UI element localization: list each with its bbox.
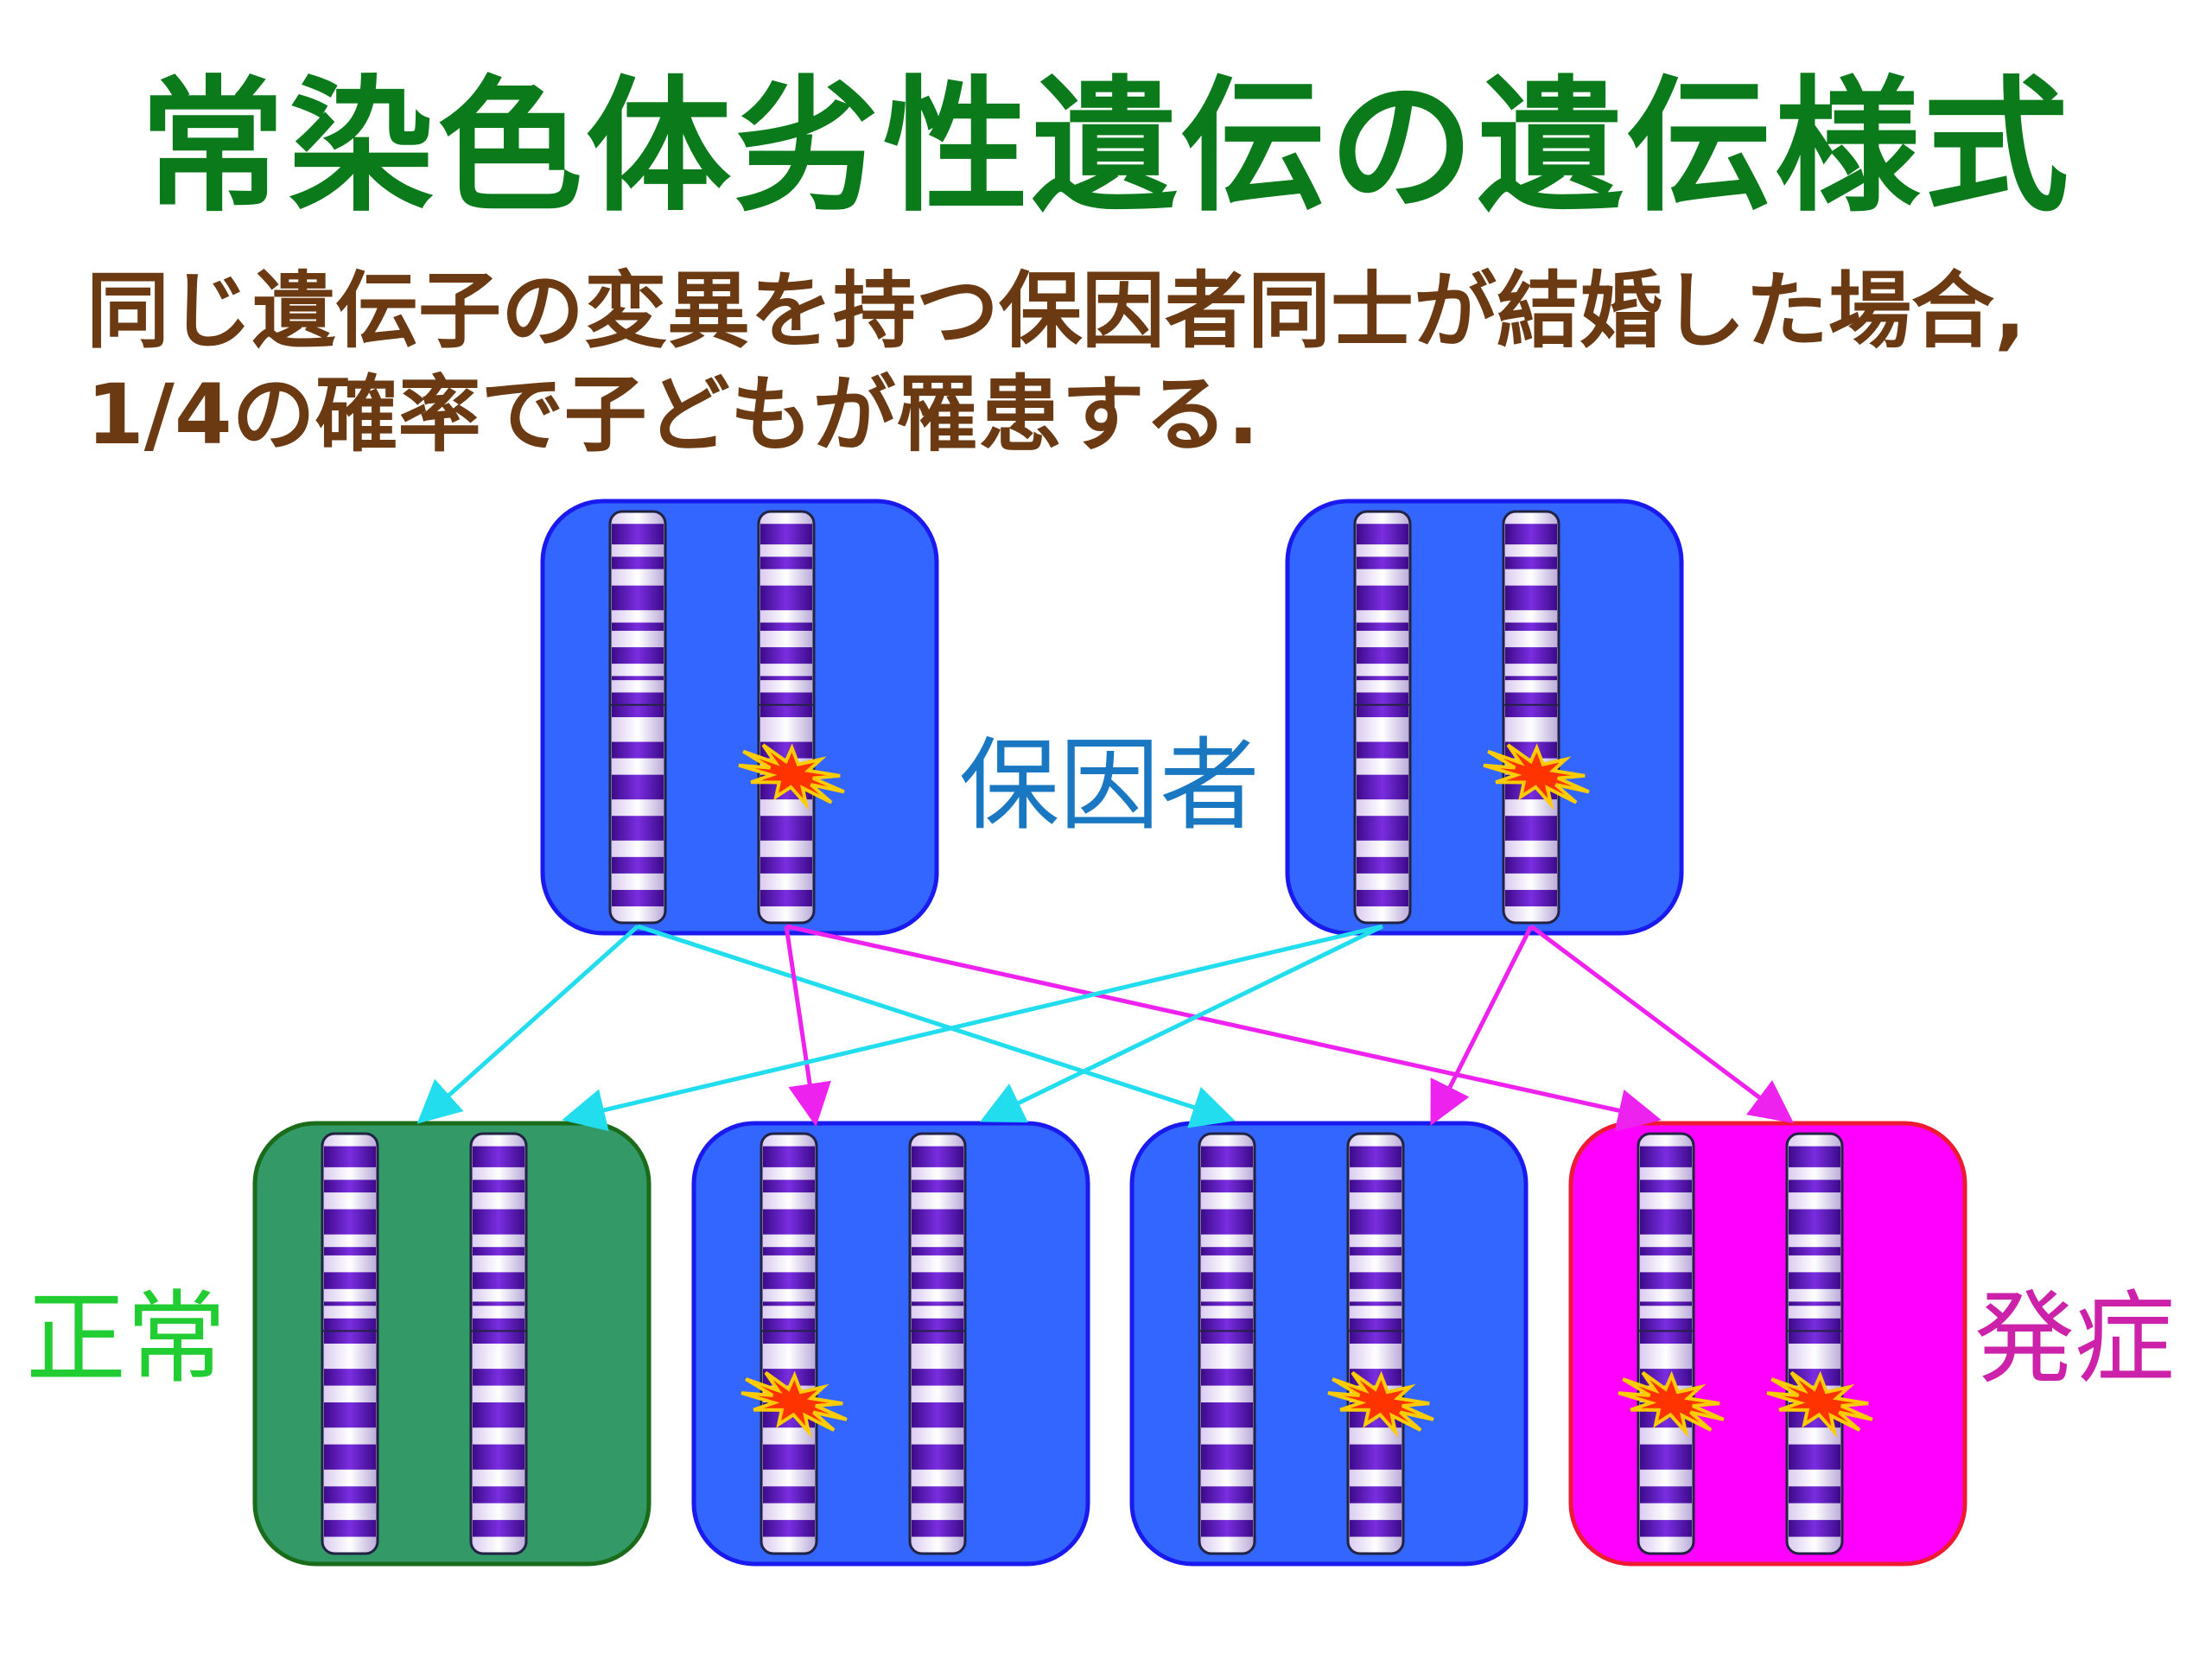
child-cell-2-carrier <box>691 1121 1090 1567</box>
child-cell-4-affected <box>1568 1121 1967 1567</box>
parent-cell-1 <box>540 499 939 936</box>
normal-label: 正常 <box>26 1281 226 1397</box>
affected-label: 発症 <box>1974 1281 2175 1397</box>
child-cell-1-normal <box>252 1121 652 1567</box>
mutant-allele-arrow <box>785 924 1662 1132</box>
child-cell-4-affected-chromosome-1 <box>1618 1132 1725 1555</box>
child-cell-3-carrier-chromosome-2 <box>1327 1132 1434 1555</box>
normal-allele-arrow <box>637 924 1236 1128</box>
child-cell-1-normal-chromosome-1 <box>321 1132 379 1555</box>
mutation-mark-icon <box>1327 1370 1434 1439</box>
page-title: 常染色体劣性遺伝の遺伝様式 <box>140 62 2072 232</box>
child-cell-4-affected-chromosome-2 <box>1766 1132 1873 1555</box>
mutant-allele-arrow <box>1430 925 1534 1126</box>
carrier-label: 保因者 <box>959 728 1260 844</box>
mutation-mark-icon <box>741 1370 848 1439</box>
parent-cell-2-chromosome-1 <box>1353 510 1412 925</box>
parent-cell-2-chromosome-2 <box>1483 510 1590 925</box>
child-cell-2-carrier-chromosome-2 <box>908 1132 967 1555</box>
child-cell-2-carrier-chromosome-1 <box>741 1132 848 1555</box>
child-cell-3-carrier <box>1129 1121 1529 1567</box>
normal-allele-arrow <box>416 925 639 1124</box>
mutation-mark-icon <box>1766 1370 1873 1439</box>
parent-cell-1-chromosome-1 <box>608 510 667 925</box>
mutation-mark-icon <box>738 743 845 810</box>
mutation-mark-icon <box>1483 743 1590 810</box>
mutant-allele-arrow <box>784 925 831 1127</box>
description-line-1: 同じ遺伝子の変異を持つ保因者同士が結婚した場合, <box>86 263 2026 359</box>
mutant-allele-arrow <box>1529 925 1794 1123</box>
normal-allele-arrow <box>980 924 1384 1123</box>
description-line-2: 1/4の確率で子どもが罹患する. <box>86 366 1260 463</box>
parent-cell-1-chromosome-2 <box>738 510 845 925</box>
mutation-mark-icon <box>1618 1370 1725 1439</box>
normal-allele-arrow <box>562 924 1383 1132</box>
child-cell-3-carrier-chromosome-1 <box>1198 1132 1256 1555</box>
child-cell-1-normal-chromosome-2 <box>469 1132 528 1555</box>
parent-cell-2 <box>1285 499 1684 936</box>
